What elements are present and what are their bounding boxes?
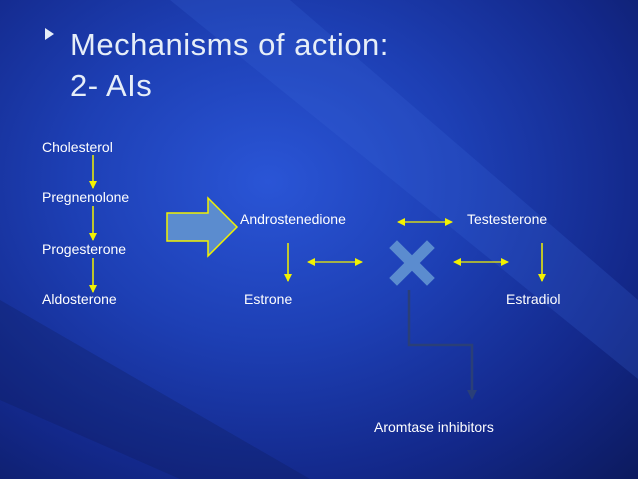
label-estrone: Estrone xyxy=(244,291,293,307)
label-estradiol: Estradiol xyxy=(506,291,561,307)
label-progesterone: Progesterone xyxy=(42,241,127,257)
inhibitor-connector-arrow xyxy=(407,290,477,400)
label-androstenedione: Androstenedione xyxy=(240,211,346,227)
block-arrow-icon xyxy=(166,196,239,258)
slide-title-line-2: 2- AIs xyxy=(70,68,153,103)
label-pregnenolone: Pregnenolone xyxy=(42,189,130,205)
triangle-bullet-icon xyxy=(45,28,54,40)
label-aromatase-inhibitors: Aromtase inhibitors xyxy=(374,419,494,435)
x-cross-icon xyxy=(389,240,435,286)
label-testosterone: Testesterone xyxy=(467,211,548,227)
label-aldosterone: Aldosterone xyxy=(42,291,117,307)
label-cholesterol: Cholesterol xyxy=(42,139,113,155)
slide-title-line-1: Mechanisms of action: xyxy=(70,27,389,62)
